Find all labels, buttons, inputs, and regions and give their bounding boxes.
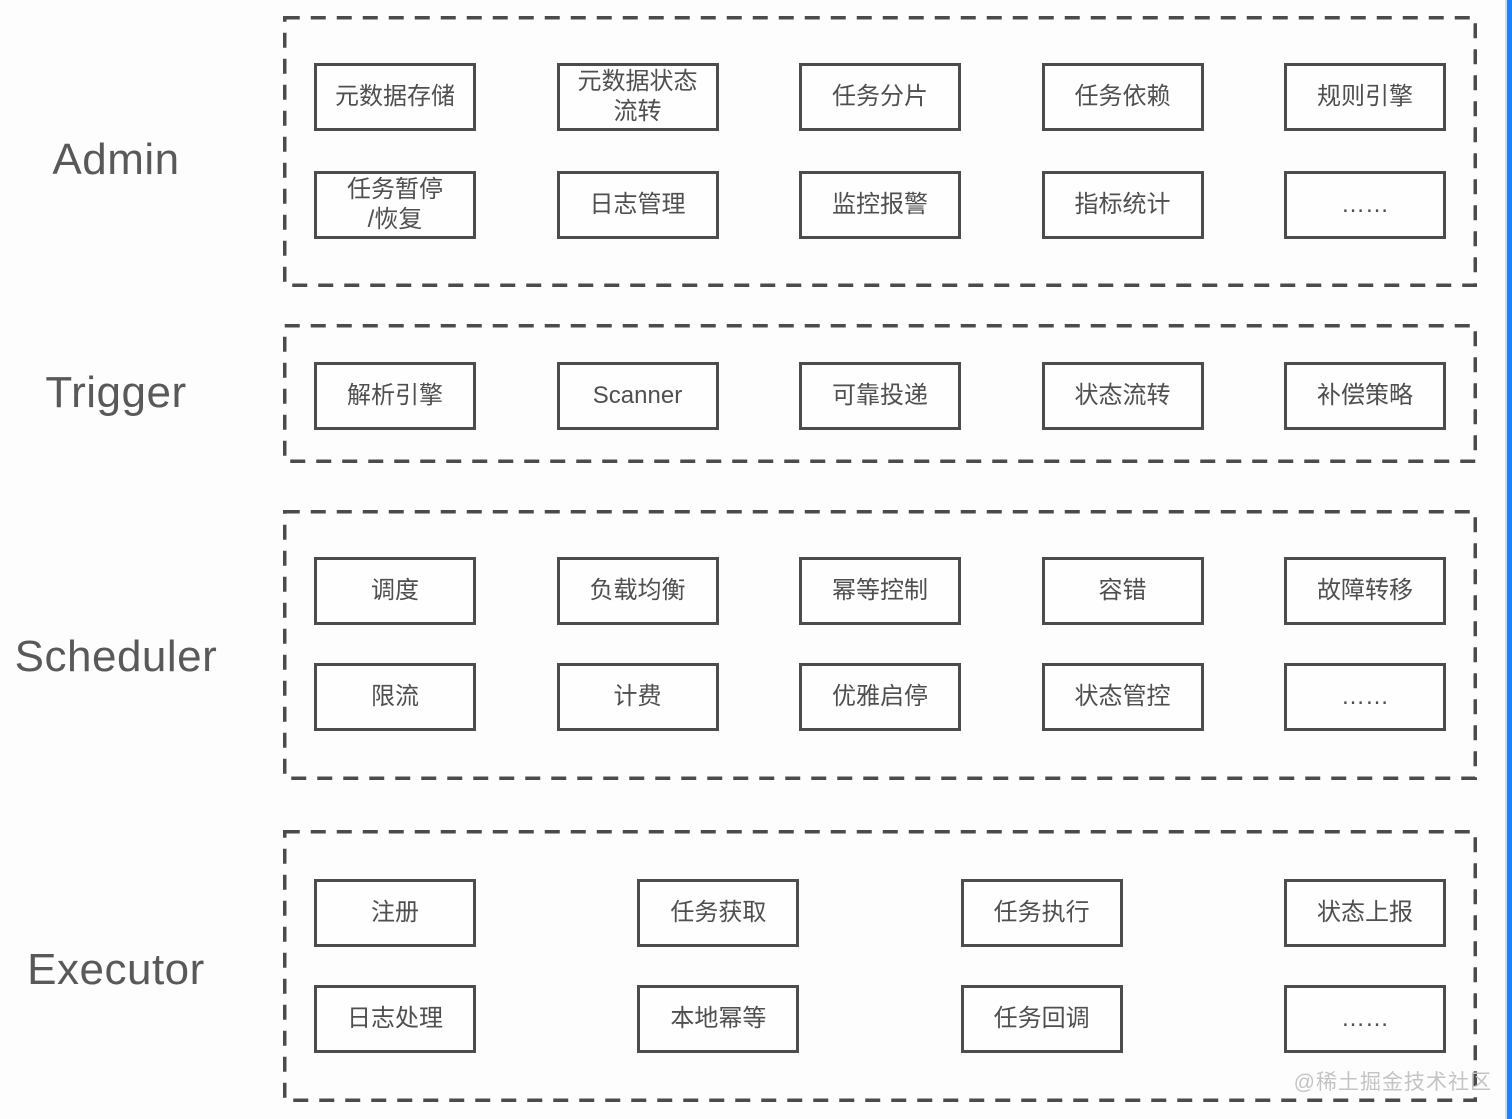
- layer-label-admin: Admin: [52, 135, 180, 184]
- module-label: 计费: [613, 683, 662, 710]
- module-box: 日志处理: [314, 985, 476, 1053]
- module-box: 负载均衡: [556, 557, 719, 625]
- module-label: 限流: [371, 683, 419, 710]
- module-label: Scanner: [592, 382, 683, 409]
- module-label: 可靠投递: [832, 382, 928, 409]
- layer-section-admin: 元数据存储 元数据状态 流转 任务分片 任务依赖 规则引擎任务暂停 /恢复 日志管理 监控报…: [283, 16, 1477, 287]
- module-label: 幂等控制: [832, 577, 928, 604]
- module-box: 任务分片: [799, 63, 961, 131]
- module-label: 状态流转: [1074, 382, 1171, 409]
- module-box: 注册: [314, 879, 476, 947]
- module-box: 日志管理: [556, 171, 719, 239]
- module-box: 监控报警: [799, 171, 961, 239]
- module-box: Scanner: [556, 362, 719, 430]
- module-label: 调度: [371, 577, 419, 604]
- module-row: 注册 任务获取 任务执行 状态上报: [283, 879, 1477, 947]
- layer-label-scheduler: Scheduler: [14, 632, 218, 681]
- layer-section-trigger: 解析引擎 Scanner 可靠投递 状态流转 补偿策略: [283, 324, 1477, 463]
- module-label: ……: [1340, 1005, 1389, 1032]
- module-row: 解析引擎 Scanner 可靠投递 状态流转 补偿策略: [283, 362, 1477, 430]
- module-box: 指标统计: [1041, 171, 1204, 239]
- module-box: 故障转移: [1284, 557, 1446, 625]
- module-box: 解析引擎: [314, 362, 476, 430]
- module-box: 任务执行: [960, 879, 1123, 947]
- watermark: @稀土掘金技术社区: [1293, 1071, 1492, 1094]
- module-label: 故障转移: [1317, 577, 1413, 604]
- dashed-border-executor: [283, 830, 1477, 1102]
- module-box: 优雅启停: [799, 663, 961, 731]
- module-box: 状态流转: [1041, 362, 1204, 430]
- module-label: 元数据存储: [335, 83, 455, 110]
- layer-label-trigger: Trigger: [45, 368, 187, 417]
- module-box: 元数据存储: [314, 63, 476, 131]
- module-label: 本地幂等: [670, 1005, 767, 1032]
- module-label: 元数据状态 流转: [577, 68, 698, 125]
- module-box: 幂等控制: [799, 557, 961, 625]
- module-box: ……: [1284, 171, 1446, 239]
- module-label: 容错: [1098, 577, 1147, 604]
- layer-section-executor: 注册 任务获取 任务执行 状态上报日志处理 本地幂等 任务回调 ……: [283, 830, 1477, 1102]
- module-box: 本地幂等: [637, 985, 800, 1053]
- module-label: 注册: [371, 899, 419, 926]
- module-box: 状态管控: [1041, 663, 1204, 731]
- module-label: 任务获取: [670, 899, 767, 926]
- layer-label-executor: Executor: [27, 945, 205, 994]
- module-row: 日志处理 本地幂等 任务回调 ……: [283, 985, 1477, 1053]
- module-box: 任务依赖: [1041, 63, 1204, 131]
- module-label: 负载均衡: [589, 577, 686, 604]
- module-box: 容错: [1041, 557, 1204, 625]
- module-row: 元数据存储 元数据状态 流转 任务分片 任务依赖 规则引擎: [283, 63, 1477, 131]
- dashed-border-trigger: [283, 324, 1477, 463]
- module-box: 任务回调: [960, 985, 1123, 1053]
- module-box: 限流: [314, 663, 476, 731]
- module-label: 状态上报: [1316, 899, 1413, 926]
- right-edge-accent-bar: [1505, 0, 1512, 1119]
- module-row: 任务暂停 /恢复 日志管理 监控报警 指标统计 ……: [283, 171, 1477, 239]
- module-label: 解析引擎: [347, 382, 443, 409]
- module-label: 任务回调: [993, 1005, 1090, 1032]
- module-row: 调度 负载均衡 幂等控制 容错 故障转移: [283, 557, 1477, 625]
- module-label: 日志处理: [347, 1005, 443, 1032]
- module-row: 限流 计费 优雅启停 状态管控 ……: [283, 663, 1477, 731]
- module-box: ……: [1284, 663, 1446, 731]
- module-label: 优雅启停: [832, 683, 928, 710]
- module-label: 任务依赖: [1074, 83, 1171, 110]
- module-label: 监控报警: [832, 191, 928, 218]
- module-box: 补偿策略: [1284, 362, 1446, 430]
- module-box: 元数据状态 流转: [556, 63, 719, 131]
- module-label: 任务分片: [832, 83, 928, 110]
- module-label: ……: [1341, 683, 1389, 710]
- module-label: 任务暂停 /恢复: [347, 176, 443, 233]
- module-box: 规则引擎: [1284, 63, 1446, 131]
- module-box: ……: [1283, 985, 1446, 1053]
- module-box: 可靠投递: [799, 362, 961, 430]
- module-label: 任务执行: [993, 899, 1090, 926]
- module-box: 任务暂停 /恢复: [314, 171, 476, 239]
- module-label: 指标统计: [1074, 191, 1171, 218]
- module-label: 状态管控: [1074, 683, 1171, 710]
- module-box: 任务获取: [637, 879, 800, 947]
- dashed-border-admin: [283, 16, 1477, 287]
- module-box: 状态上报: [1283, 879, 1446, 947]
- module-box: 调度: [314, 557, 476, 625]
- module-box: 计费: [556, 663, 719, 731]
- layer-section-scheduler: 调度 负载均衡 幂等控制 容错 故障转移限流 计费 优雅启停 状态管控 ……: [283, 510, 1477, 780]
- module-label: 补偿策略: [1317, 382, 1413, 409]
- module-label: ……: [1341, 191, 1389, 218]
- module-label: 日志管理: [589, 191, 686, 218]
- module-label: 规则引擎: [1317, 83, 1413, 110]
